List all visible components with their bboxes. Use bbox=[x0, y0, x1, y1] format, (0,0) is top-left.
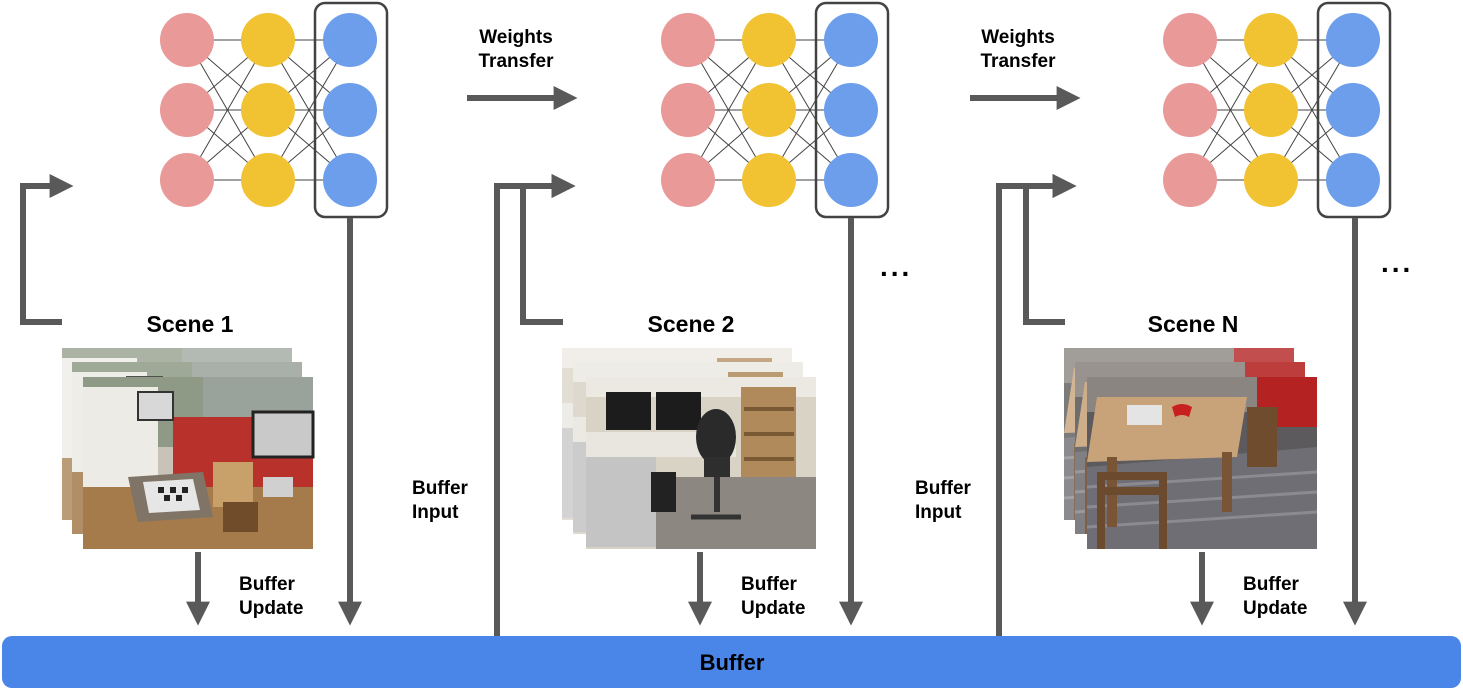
buffer-input-label-line2: Input bbox=[412, 502, 459, 523]
buffer-update-label-line2: Update bbox=[239, 598, 303, 619]
output-node bbox=[1326, 153, 1380, 207]
input-node bbox=[160, 153, 214, 207]
hidden-node bbox=[1244, 153, 1298, 207]
neural-network-2-icon bbox=[661, 1, 890, 219]
output-layer-box bbox=[313, 1, 389, 219]
input-node bbox=[661, 153, 715, 207]
output-node bbox=[323, 153, 377, 207]
buffer-update-label-line1: Buffer bbox=[741, 574, 798, 595]
ellipsis: ... bbox=[880, 251, 912, 282]
scene-n-title: Scene N bbox=[1148, 311, 1239, 337]
scene-2-title: Scene 2 bbox=[648, 311, 735, 337]
buffer-update-label-line1: Buffer bbox=[1243, 574, 1300, 595]
output-node bbox=[1326, 13, 1380, 67]
weights-transfer-label-line1: Weights bbox=[981, 27, 1055, 48]
weights-transfer-label-line2: Transfer bbox=[981, 51, 1057, 72]
weights-transfer-label-line1: Weights bbox=[479, 27, 553, 48]
scene-1-title: Scene 1 bbox=[147, 311, 234, 337]
weights-transfer-label-line2: Transfer bbox=[479, 51, 555, 72]
input-node bbox=[160, 83, 214, 137]
input-node bbox=[1163, 83, 1217, 137]
hidden-node bbox=[1244, 13, 1298, 67]
scene-2-photo-stack-icon bbox=[562, 348, 816, 549]
neural-network-3-icon bbox=[1163, 1, 1392, 219]
buffer-input-arrow-icon bbox=[996, 174, 1077, 636]
output-layer-box bbox=[814, 1, 890, 219]
input-node bbox=[1163, 153, 1217, 207]
buffer-bar bbox=[2, 636, 1461, 688]
hidden-node bbox=[241, 13, 295, 67]
input-node bbox=[1163, 13, 1217, 67]
scene-n-photo-stack-icon bbox=[1062, 346, 1319, 551]
output-node bbox=[824, 83, 878, 137]
output-node bbox=[1326, 83, 1380, 137]
neural-network-1-icon bbox=[160, 1, 389, 219]
buffer-input-label-line1: Buffer bbox=[412, 478, 469, 499]
hidden-node bbox=[241, 83, 295, 137]
buffer-label: Buffer bbox=[700, 650, 765, 675]
input-node bbox=[661, 13, 715, 67]
buffer-input-label-line2: Input bbox=[915, 502, 962, 523]
output-node bbox=[323, 83, 377, 137]
scene-1-photo-stack-icon bbox=[60, 346, 315, 551]
buffer-update-label-line2: Update bbox=[741, 598, 805, 619]
hidden-node bbox=[241, 153, 295, 207]
buffer-update-label-line1: Buffer bbox=[239, 574, 296, 595]
output-layer-box bbox=[1316, 1, 1392, 219]
hidden-node bbox=[742, 83, 796, 137]
scene-input-arrow-icon bbox=[520, 174, 576, 325]
scene-input-arrow-icon bbox=[20, 174, 74, 325]
input-node bbox=[661, 83, 715, 137]
hidden-node bbox=[742, 153, 796, 207]
output-node bbox=[824, 153, 878, 207]
output-node bbox=[824, 13, 878, 67]
ellipsis: ... bbox=[1381, 247, 1413, 278]
scene-input-arrow-icon bbox=[1023, 174, 1077, 325]
input-node bbox=[160, 13, 214, 67]
output-node bbox=[323, 13, 377, 67]
buffer-input-label-line1: Buffer bbox=[915, 478, 972, 499]
hidden-node bbox=[1244, 83, 1298, 137]
buffer-update-label-line2: Update bbox=[1243, 598, 1307, 619]
buffer-input-arrow-icon bbox=[494, 174, 576, 636]
hidden-node bbox=[742, 13, 796, 67]
